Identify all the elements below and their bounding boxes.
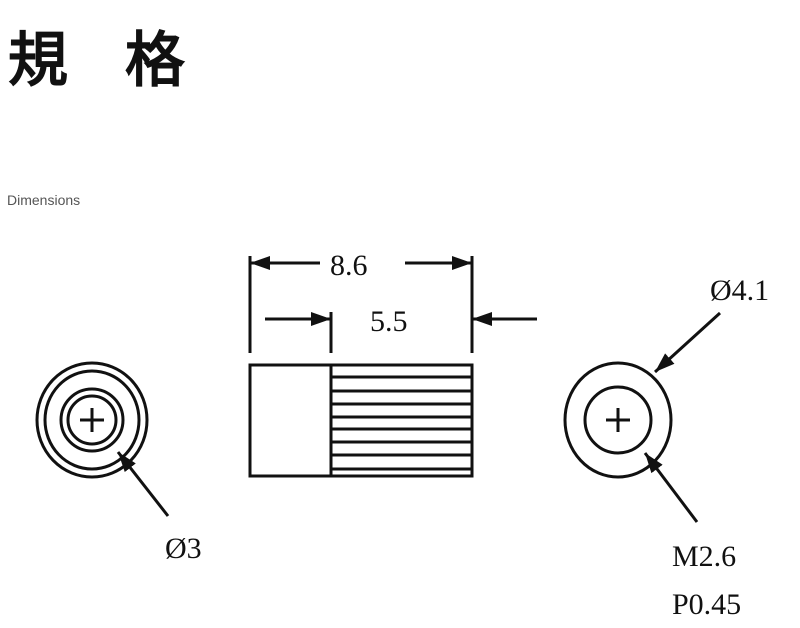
hole-leader xyxy=(116,451,170,517)
knurl-length-label: 5.5 xyxy=(370,305,408,338)
thread-label: M2.6 xyxy=(672,540,736,573)
overall-length-label: 8.6 xyxy=(330,249,368,282)
left-end-view xyxy=(35,361,149,479)
hole-diameter-label: Ø3 xyxy=(165,532,202,565)
page-title: 規 格 xyxy=(8,26,203,96)
outer-diameter-leader xyxy=(653,311,722,374)
side-view xyxy=(248,363,474,478)
pitch-label: P0.45 xyxy=(672,588,741,621)
dimensions-caption: Dimensions xyxy=(7,192,81,208)
outer-diameter-label: Ø4.1 xyxy=(710,274,769,307)
thread-leader xyxy=(643,452,699,523)
right-end-view xyxy=(563,361,673,479)
